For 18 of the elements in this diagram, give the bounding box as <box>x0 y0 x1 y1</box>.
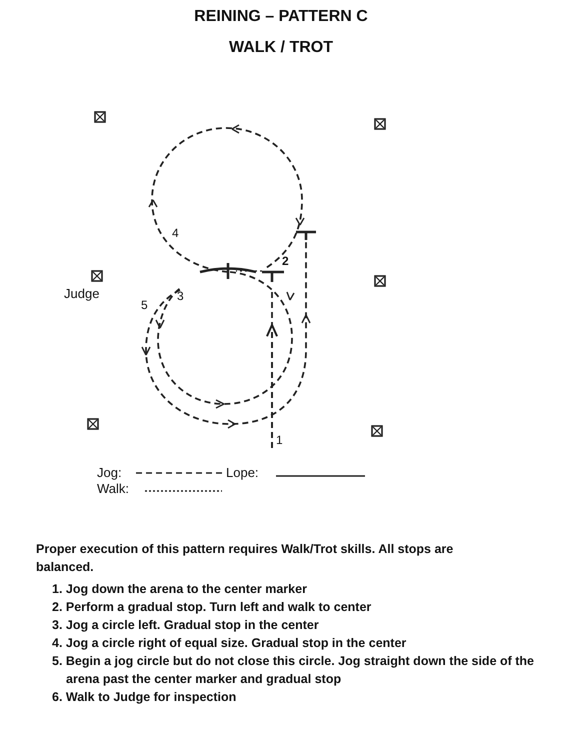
callout-number: 2 <box>282 254 289 268</box>
title: REINING – PATTERN C <box>193 8 369 26</box>
legend-label: Walk: <box>97 481 130 496</box>
callout-number: 5 <box>141 298 148 312</box>
subtitle: WALK / TROT <box>228 39 334 57</box>
legend-label: Lope: <box>226 465 259 480</box>
instruction-step: 4. Jog a circle right of equal size. Gradual stop in the center <box>52 634 536 652</box>
judge-label: Judge <box>64 286 100 301</box>
instruction-step: 2. Perform a gradual stop. Turn left and walk to center <box>52 598 536 616</box>
instruction-step: 3. Jog a circle left. Gradual stop in the center <box>52 616 536 634</box>
intro-paragraph: Proper execution of this pattern requires Walk/Trot skills. All stops are balanced. <box>36 541 454 576</box>
legend-label: Jog: <box>97 465 122 480</box>
instruction-step: 6. Walk to Judge for inspection <box>52 688 536 706</box>
callout-number: 1 <box>276 433 283 447</box>
callout-number: 3 <box>177 289 184 303</box>
instruction-step: 5. Begin a jog circle but do not close this circle. Jog straight down the side of the arena past the center marker and gradual stop <box>52 652 536 688</box>
instruction-step: 1. Jog down the arena to the center marker <box>52 580 536 598</box>
callout-number: 4 <box>172 226 179 240</box>
